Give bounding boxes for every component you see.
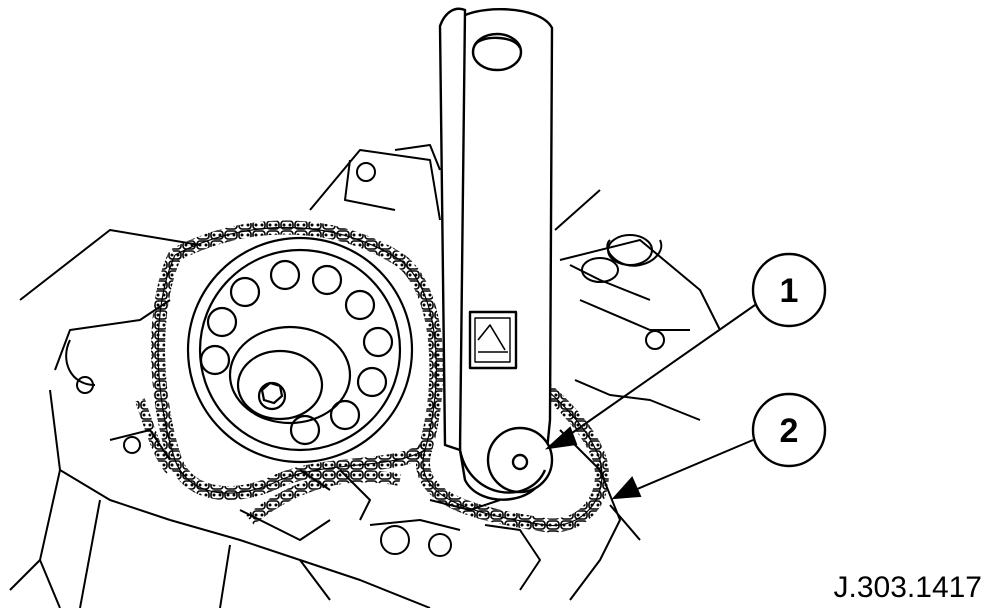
- callout-2: 2: [751, 392, 827, 468]
- locking-tool: [438, 7, 554, 501]
- figure-reference: J.303.1417: [833, 571, 982, 604]
- leader-line-1: [544, 304, 756, 450]
- engine-block: [9, 144, 721, 608]
- callout-1: 1: [751, 252, 827, 328]
- camshaft-sprocket: [186, 236, 414, 464]
- callout-2-label: 2: [780, 412, 799, 450]
- callout-1-label: 1: [780, 272, 799, 310]
- sprocket-holes: [199, 259, 394, 446]
- leader-line-2: [611, 439, 754, 500]
- timing-chain: [135, 220, 609, 533]
